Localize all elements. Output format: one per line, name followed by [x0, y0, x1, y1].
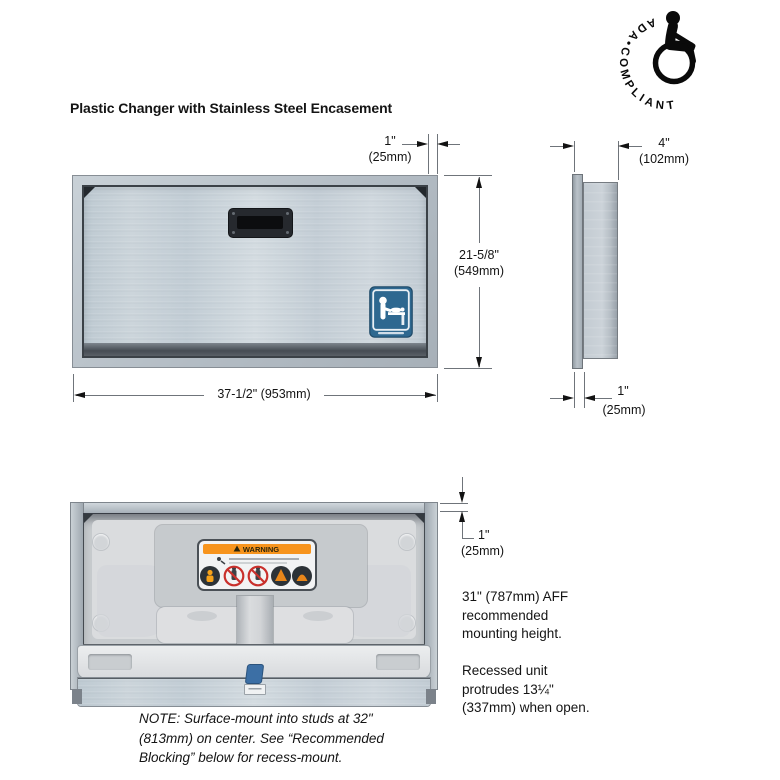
bed-indent — [187, 611, 217, 621]
dim-side-depth-in: 4" — [658, 136, 670, 150]
ada-compliant-badge: ADA•COMPLIANT — [617, 11, 696, 112]
dim-front-height-mm: (549mm) — [453, 264, 504, 278]
ext-line — [584, 372, 585, 408]
dim-line — [324, 395, 436, 396]
note-line: (813mm) on center. See “Recommended — [139, 730, 384, 746]
warning-label: WARNING — [197, 539, 317, 591]
front-door-panel — [82, 185, 428, 358]
dim-arrow — [563, 394, 574, 401]
dim-arrow — [475, 177, 482, 188]
door-bottom-shadow — [84, 343, 426, 356]
page-title: Plastic Changer with Stainless Steel Enc… — [70, 100, 393, 116]
dim-front-height-in: 21-5/8" — [459, 248, 499, 262]
mount-boss — [93, 534, 109, 550]
mounting-height-note: 31" (787mm) AFF recommended mounting hei… — [462, 588, 568, 644]
door-handle — [228, 208, 293, 238]
ext-line — [444, 175, 492, 176]
bed-indent — [303, 611, 333, 621]
note-line: protrudes 13¼" — [462, 681, 554, 697]
dim-line — [76, 395, 204, 396]
ext-line — [574, 141, 575, 172]
dim-line — [550, 146, 563, 147]
ext-line — [574, 372, 575, 408]
surface-mount-note: NOTE: Surface-mount into studs at 32" (8… — [139, 709, 384, 768]
front-view-drawing — [72, 175, 438, 368]
dim-arrow — [425, 391, 436, 398]
side-view-body — [583, 182, 618, 359]
baby-changing-decal — [369, 286, 413, 338]
tray-grip-notch — [376, 654, 420, 670]
ext-line — [428, 134, 429, 174]
dim-arrow — [458, 492, 465, 503]
dim-arrow — [618, 142, 629, 149]
dim-arrow — [563, 142, 574, 149]
handle-screw — [286, 231, 289, 234]
ext-line — [444, 368, 492, 369]
open-view-drawing: WARNING — [71, 503, 437, 706]
note-line: (337mm) when open. — [462, 700, 590, 715]
hinge-line — [83, 644, 425, 646]
dim-arrow — [74, 391, 85, 398]
dim-line — [402, 144, 417, 145]
bed-latch — [245, 665, 264, 683]
dim-side-flange-mm: (25mm) — [602, 403, 646, 417]
dim-arrow — [417, 140, 428, 147]
side-view-flange — [572, 174, 583, 369]
note-line: Recessed unit — [462, 663, 548, 678]
leader-line — [462, 538, 474, 539]
note-line: 31" (787mm) AFF — [462, 589, 569, 604]
ext-line — [440, 503, 468, 504]
ext-line — [73, 374, 74, 402]
dim-line — [462, 477, 463, 492]
ext-line — [440, 511, 468, 512]
dim-line — [629, 146, 642, 147]
open-frame-left — [71, 503, 83, 689]
dim-front-flange-mm: (25mm) — [368, 150, 412, 164]
dim-front-width: 37-1/2" (953mm) — [217, 387, 311, 401]
ext-line — [437, 134, 438, 174]
handle-screw — [232, 231, 235, 234]
interior-corner-bevel-left — [84, 514, 93, 523]
frame-foot — [426, 689, 436, 704]
frame-foot — [72, 689, 82, 704]
dim-side-depth-mm: (102mm) — [638, 152, 689, 166]
warning-label-title: WARNING — [243, 545, 279, 554]
dim-line — [479, 287, 480, 367]
dim-line — [550, 398, 563, 399]
mount-boss — [399, 534, 415, 550]
recessed-protrusion-note: Recessed unit protrudes 13¼" (337mm) whe… — [462, 662, 590, 718]
tray-grip-notch — [88, 654, 132, 670]
note-line: Blocking” below for recess-mount. — [139, 750, 343, 765]
dim-arrow — [458, 511, 465, 522]
ext-line — [437, 374, 438, 402]
note-line: mounting height. — [462, 626, 562, 641]
dim-line — [462, 522, 463, 539]
dim-arrow — [437, 140, 448, 147]
open-frame-right — [425, 503, 437, 689]
corner-bevel-left — [84, 187, 95, 198]
latch-tag — [244, 684, 266, 695]
dim-line — [595, 398, 612, 399]
dim-front-flange-in: 1" — [384, 134, 396, 148]
note-line: NOTE: Surface-mount into studs at 32" — [139, 711, 373, 726]
ext-line — [618, 141, 619, 180]
handle-screw — [286, 212, 289, 215]
dim-arrow — [475, 357, 482, 368]
dim-open-protrusion-in: 1" — [478, 528, 490, 542]
pedestal — [237, 596, 273, 652]
corner-bevel-right — [415, 187, 426, 198]
dim-line — [479, 177, 480, 243]
dim-open-protrusion-mm: (25mm) — [461, 544, 505, 558]
handle-recess — [237, 216, 283, 229]
handle-screw — [232, 212, 235, 215]
open-frame-top — [71, 503, 437, 513]
wheelchair-icon — [652, 11, 696, 85]
note-line: recommended — [462, 607, 549, 623]
dim-line — [448, 144, 460, 145]
interior-corner-bevel-right — [415, 514, 424, 523]
dim-arrow — [584, 394, 595, 401]
dim-side-flange-in: 1" — [617, 384, 629, 398]
